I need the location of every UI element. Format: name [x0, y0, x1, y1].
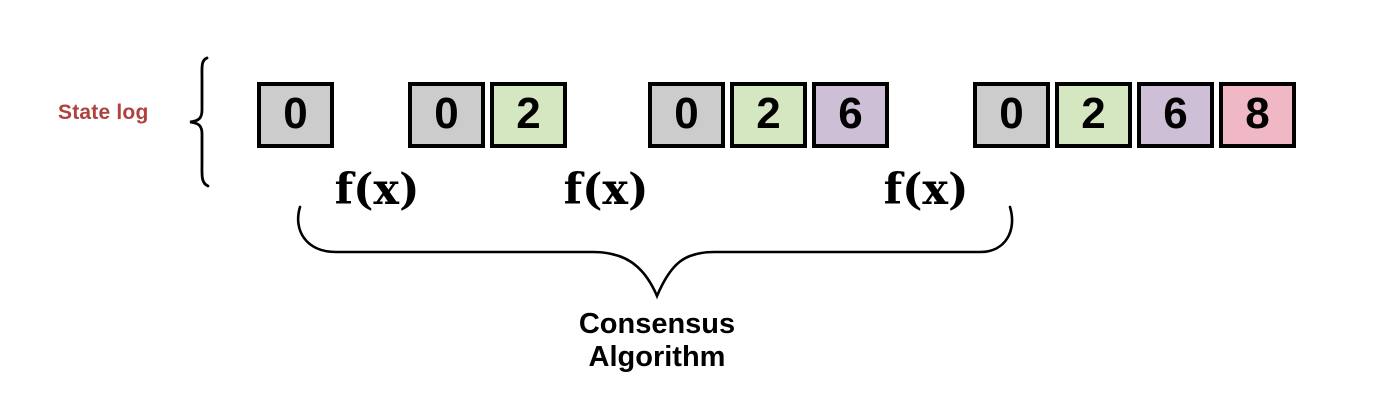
log-cell: 0 [973, 82, 1050, 148]
log-cell: 0 [408, 82, 485, 148]
fx-function-label-3: f(x) [883, 165, 969, 215]
consensus-label-line2: Algorithm [588, 341, 726, 373]
fx-function-label-1: f(x) [334, 165, 420, 215]
log-cell: 0 [257, 82, 334, 148]
log-cell: 0 [648, 82, 725, 148]
log-cell: 6 [812, 82, 889, 148]
log-cell: 8 [1219, 82, 1296, 148]
state-log-label: State log [58, 101, 149, 124]
consensus-curly-brace-icon [296, 205, 1014, 300]
log-cell: 2 [730, 82, 807, 148]
log-cell: 2 [490, 82, 567, 148]
log-group-4: 0 2 6 8 [973, 82, 1296, 148]
left-curly-brace-icon [189, 56, 210, 188]
log-group-2: 0 2 [408, 82, 567, 148]
log-group-3: 0 2 6 [648, 82, 889, 148]
consensus-label-line1: Consensus [578, 308, 736, 340]
log-group-1: 0 [257, 82, 334, 148]
fx-function-label-2: f(x) [563, 165, 649, 215]
log-cell: 2 [1055, 82, 1132, 148]
consensus-algorithm-label: Consensus Algorithm [579, 308, 735, 374]
log-cell: 6 [1137, 82, 1214, 148]
